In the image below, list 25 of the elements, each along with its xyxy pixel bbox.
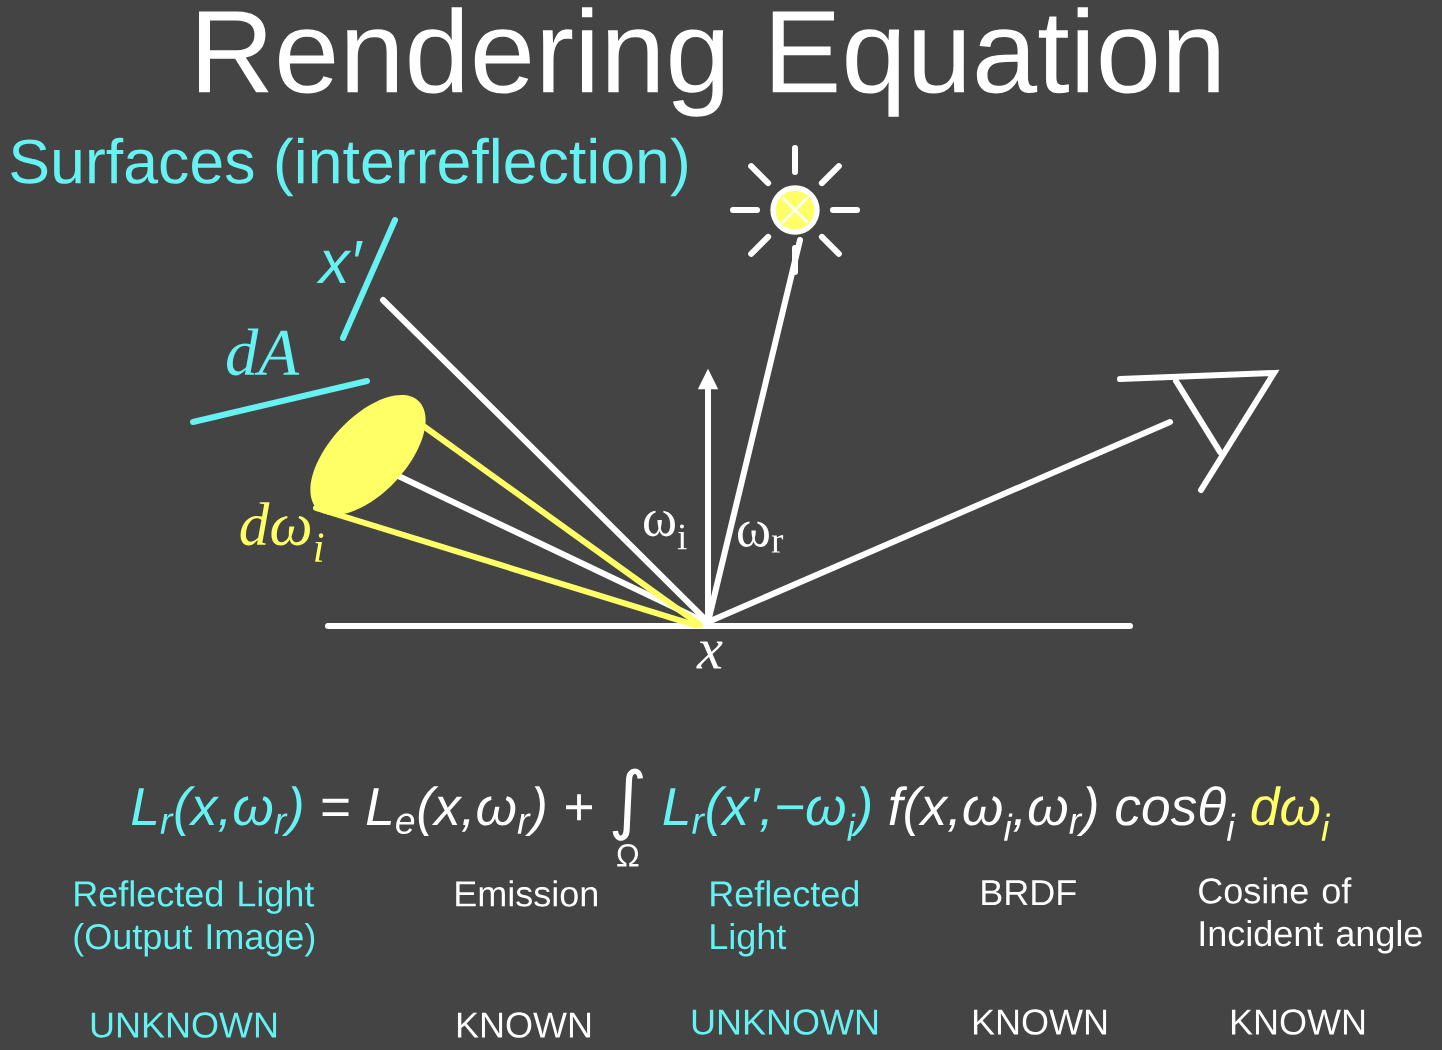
status-label: KNOWN [973,1009,1107,1035]
title: Rendering Equation [199,7,1219,117]
symbol-label: ω$_{r}$ [738,521,784,553]
status-label: UNKNOWN [692,1009,878,1035]
status-label: UNKNOWN [91,1012,277,1038]
integral-sign: ∫ [612,768,644,841]
symbol-label: dA [227,328,300,376]
status-label: KNOWN [1231,1009,1365,1035]
column-label: BRDF [982,880,1076,906]
column-label: Emission [456,880,597,907]
column-label: Reflected Light [711,880,859,957]
equation-term: = L$_{e}$(x,ω$_{r}$) + [322,786,592,837]
subtitle: Surfaces (interreflection) [11,137,687,197]
symbol-label: x′ [316,240,363,284]
symbol-label: ω$_{i}$ [644,510,687,550]
status-label: KNOWN [457,1012,591,1038]
symbol-label: dω$_{i}$ [240,502,324,562]
column-label: Reflected Light (Output Image) [74,880,315,957]
equation-term: f(x,ω$_{i}$,ω$_{r}$) cosθ$_{i}$ [889,786,1236,841]
column-label: Cosine of Incident angle [1199,877,1422,954]
equation-term: L$_{r}$(x,ω$_{r}$) [131,786,302,837]
equation-term: L$_{r}$(x′,−ω$_{i}$) [663,786,871,841]
symbol-label: x [696,641,723,669]
symbol-label: Ω [617,844,639,867]
equation-term: dω$_{i}$ [1251,786,1331,841]
